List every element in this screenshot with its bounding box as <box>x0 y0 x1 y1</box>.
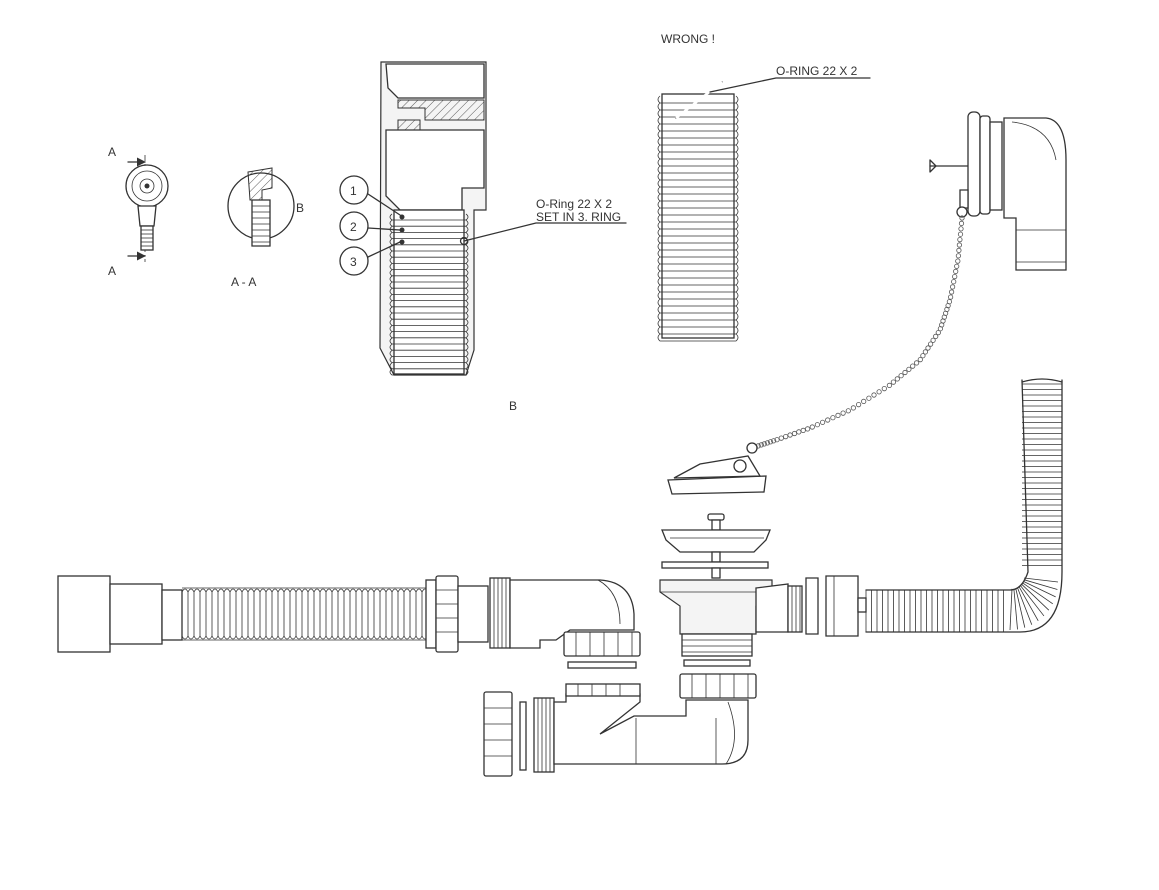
detail-corrugated-hose <box>393 209 465 375</box>
bottle-trap <box>483 683 749 777</box>
drain-strainer <box>661 513 771 579</box>
front-view-small: A A <box>108 145 169 278</box>
oring-correct-note-line1: O-Ring 22 X 2 <box>536 197 612 211</box>
detail-view-caption: B <box>509 399 517 413</box>
svg-text:3: 3 <box>350 255 357 269</box>
section-view-caption: A - A <box>231 275 256 289</box>
detail-hose-ribs <box>389 213 469 376</box>
overflow-head <box>929 111 1067 271</box>
section-view-a-a: B A - A <box>227 167 304 289</box>
waste-flexible-hose <box>57 575 511 653</box>
elbow-connector <box>509 579 641 669</box>
balloon-1: 1 <box>339 175 401 216</box>
detail-view-b: 1 2 3 O-Ring 22 X 2 SET IN 3. RING B <box>339 61 627 413</box>
balloon-2: 2 <box>339 211 401 241</box>
plug-chain <box>749 215 965 451</box>
plug-stopper <box>667 442 767 495</box>
overflow-connector <box>805 575 867 637</box>
wrong-caption: WRONG ! <box>661 32 715 46</box>
section-mark-a-bottom: A <box>108 264 116 278</box>
balloon-3: 3 <box>339 241 401 276</box>
detail-callout-b: B <box>296 201 304 215</box>
oring-correct-note-line2: SET IN 3. RING <box>536 210 621 224</box>
svg-text:2: 2 <box>350 220 357 234</box>
overflow-flexible-hose <box>865 378 1063 633</box>
valve-body <box>659 579 803 699</box>
svg-text:1: 1 <box>350 184 357 198</box>
wrong-hose-ribs <box>657 95 739 342</box>
oring-wrong-note: O-RING 22 X 2 <box>776 64 858 78</box>
section-mark-a-top: A <box>108 145 116 159</box>
wrong-oring-hose: WRONG ! O-RING 22 X 2 <box>657 32 871 342</box>
